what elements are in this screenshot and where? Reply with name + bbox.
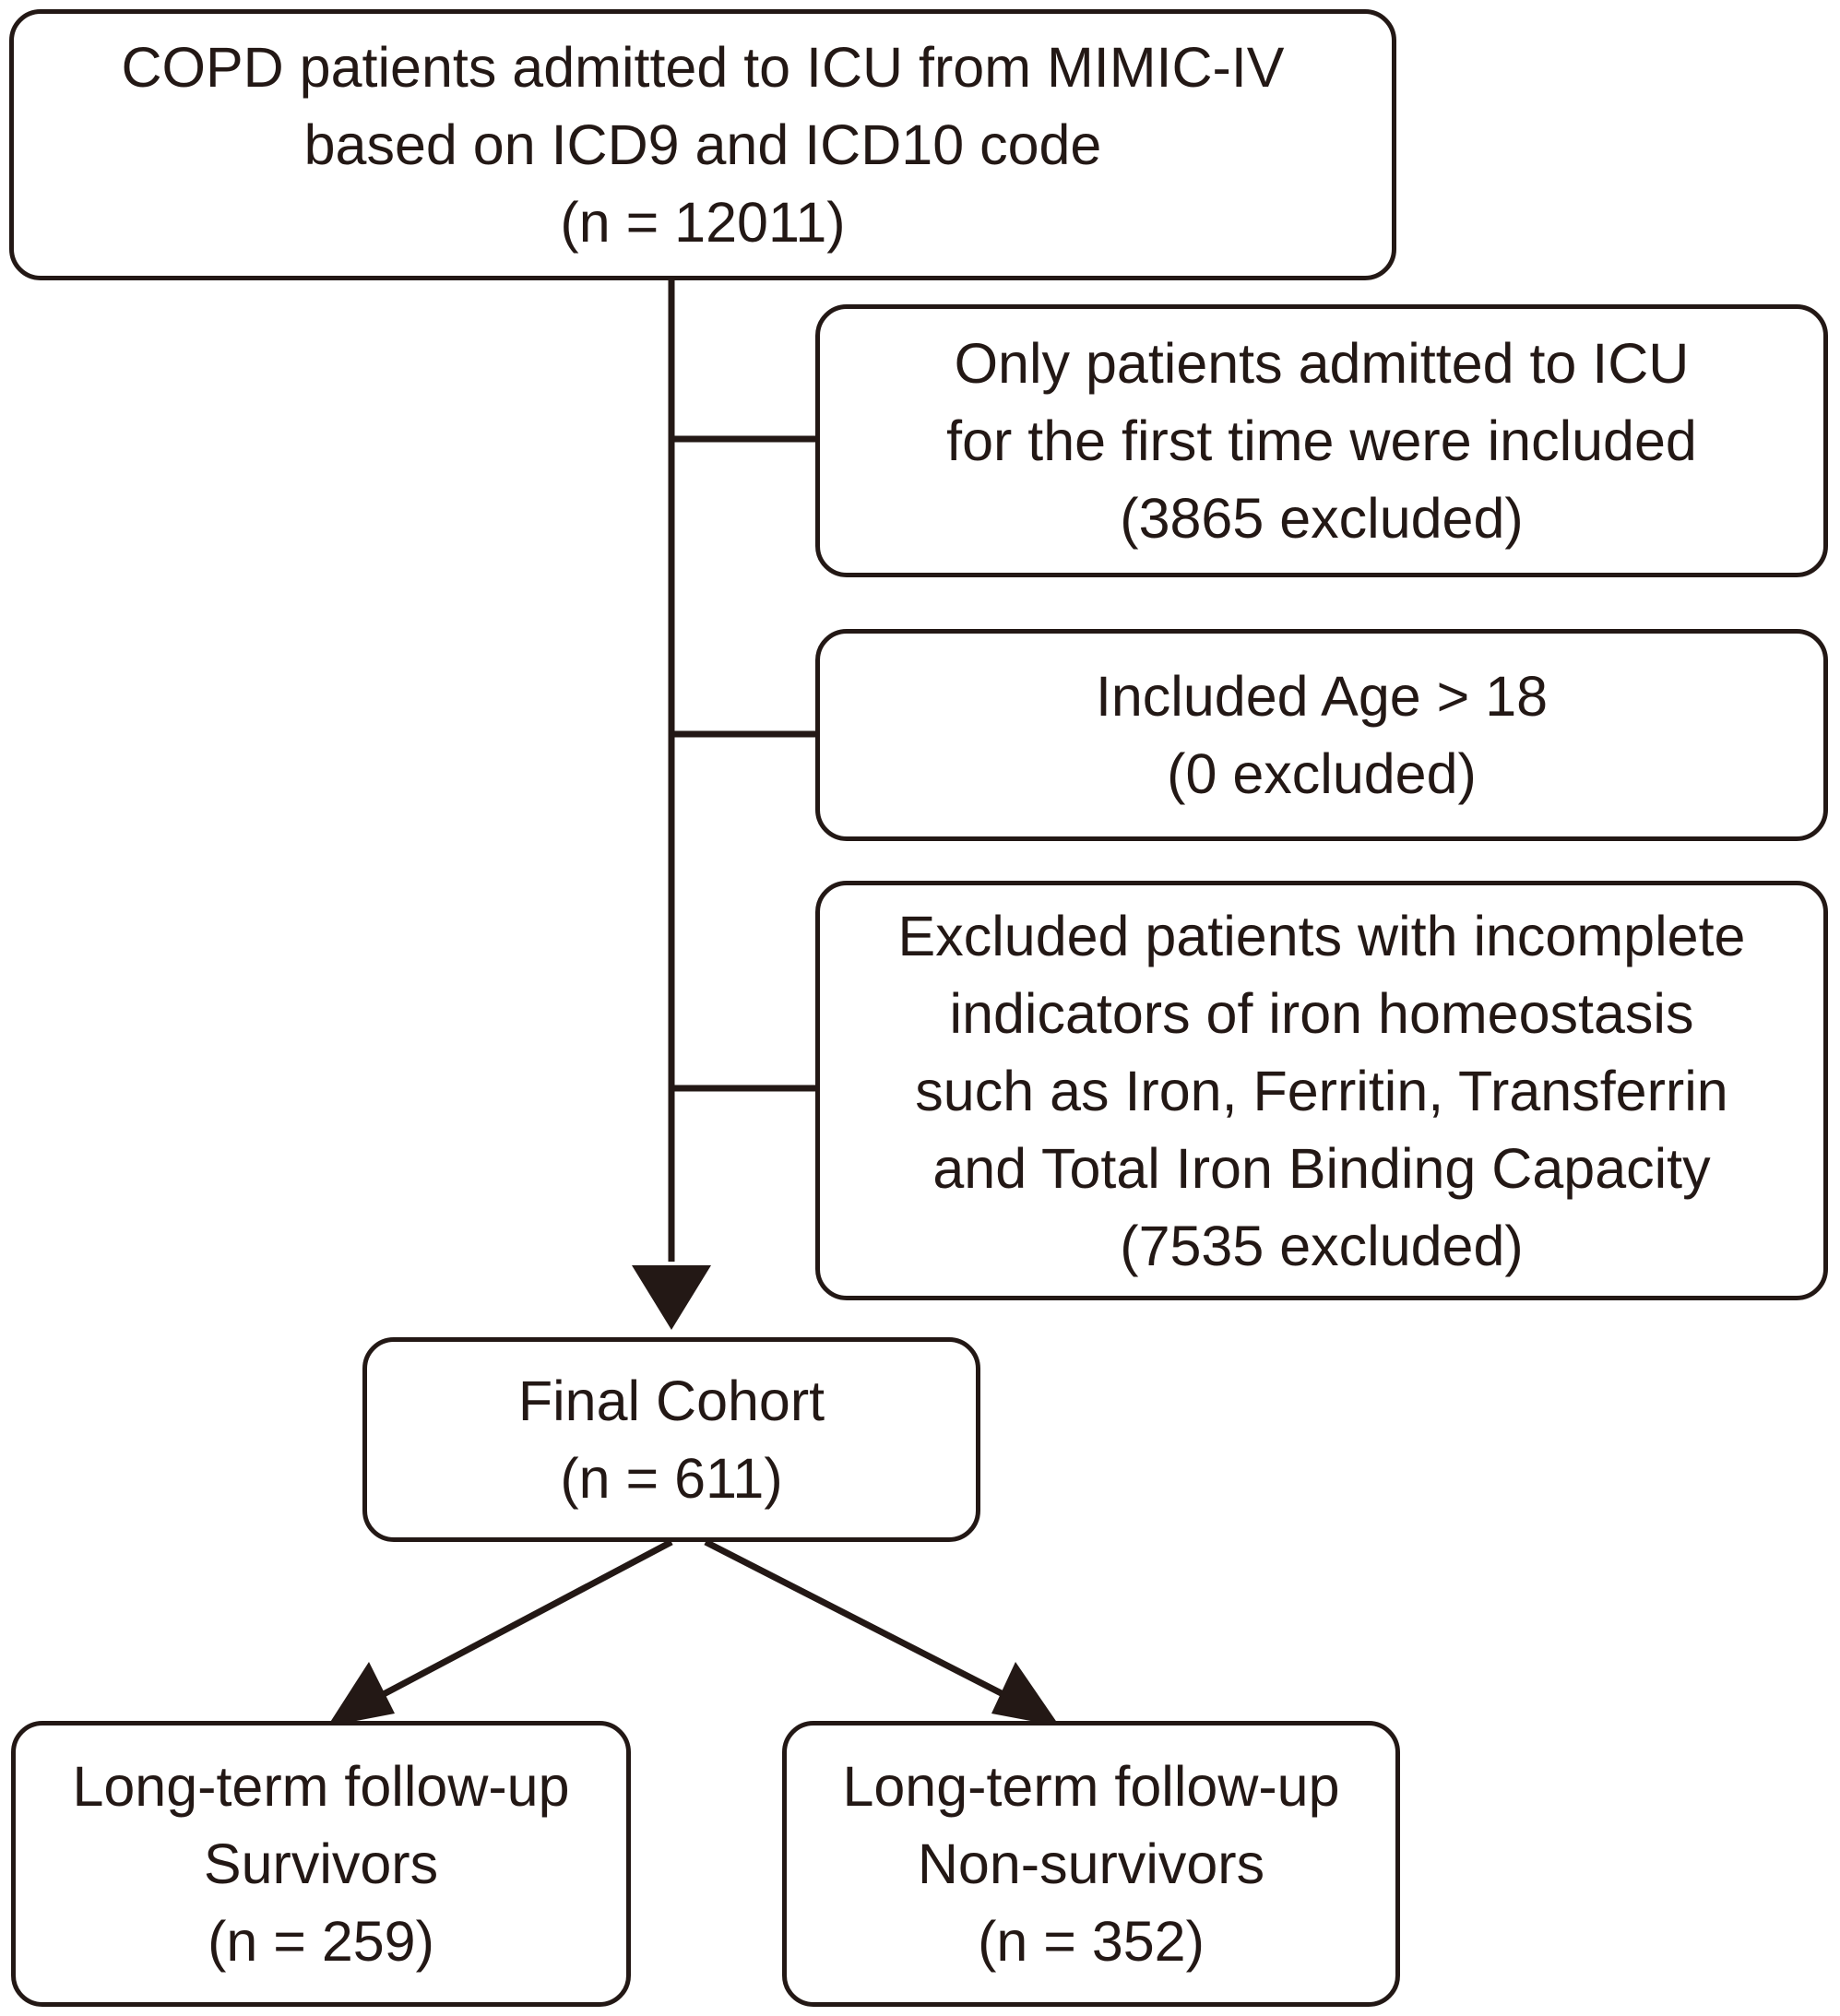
first-icu-line-2: for the first time were included (946, 409, 1697, 472)
arrowhead-to-survivors (327, 1662, 395, 1726)
first-icu-line-3: (3865 excluded) (1120, 487, 1524, 550)
survivors-line-1: Long-term follow-up (72, 1755, 570, 1818)
final-cohort-line-2: (n = 611) (560, 1447, 783, 1510)
iron-line-5: (7535 excluded) (1120, 1214, 1524, 1277)
non-survivors-line-2: Non-survivors (917, 1832, 1265, 1895)
first-icu-exclusion-box: Only patients admitted to ICU for the fi… (815, 304, 1828, 577)
source-line-1: COPD patients admitted to ICU from MIMIC… (121, 36, 1285, 99)
final-cohort-box: Final Cohort (n = 611) (362, 1337, 980, 1542)
survivors-box: Long-term follow-up Survivors (n = 259) (11, 1721, 631, 2007)
survivors-line-2: Survivors (203, 1832, 439, 1895)
iron-line-2: indicators of iron homeostasis (949, 981, 1694, 1045)
survivors-line-3: (n = 259) (208, 1910, 434, 1973)
age-exclusion-box: Included Age > 18 (0 excluded) (815, 629, 1828, 841)
iron-line-4: and Total Iron Binding Capacity (932, 1136, 1711, 1200)
arrowhead-to-non-survivors (991, 1662, 1060, 1726)
source-population-box: COPD patients admitted to ICU from MIMIC… (9, 9, 1396, 280)
age-line-1: Included Age > 18 (1095, 665, 1549, 728)
iron-exclusion-box: Excluded patients with incomplete indica… (815, 881, 1828, 1300)
non-survivors-line-1: Long-term follow-up (842, 1755, 1340, 1818)
age-line-2: (0 excluded) (1167, 742, 1477, 805)
non-survivors-box: Long-term follow-up Non-survivors (n = 3… (782, 1721, 1400, 2007)
non-survivors-line-3: (n = 352) (978, 1910, 1205, 1973)
split-line-left (364, 1538, 673, 1707)
source-line-2: based on ICD9 and ICD10 code (303, 113, 1102, 176)
final-cohort-line-1: Final Cohort (517, 1370, 825, 1432)
first-icu-line-1: Only patients admitted to ICU (954, 332, 1690, 395)
split-line-right (704, 1538, 1023, 1707)
source-line-3: (n = 12011) (560, 191, 846, 254)
iron-line-3: such as Iron, Ferritin, Transferrin (915, 1059, 1728, 1122)
arrowhead-to-final-cohort (632, 1265, 711, 1330)
iron-line-1: Excluded patients with incomplete (897, 904, 1746, 967)
